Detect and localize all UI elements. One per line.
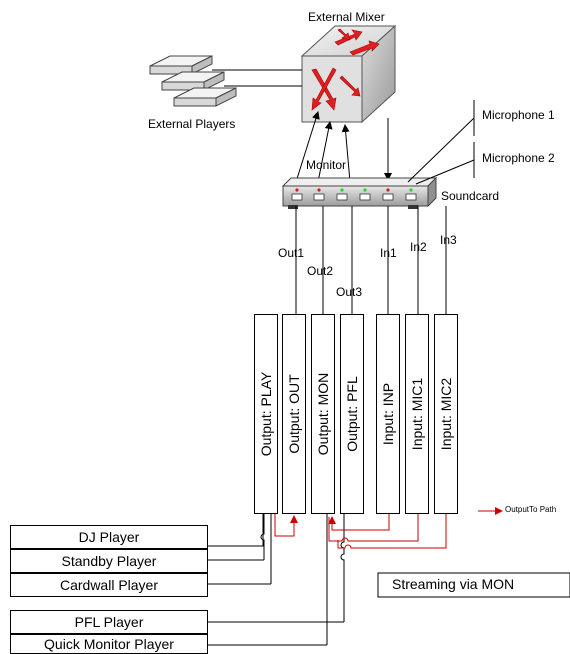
channel-input-mic1: Input: MIC1 xyxy=(405,314,429,514)
soundcard-label: Soundcard xyxy=(441,189,500,203)
channel-label: Output: OUT xyxy=(286,374,302,454)
channel-input-inp: Input: INP xyxy=(376,314,400,514)
quick-monitor-player-box: Quick Monitor Player xyxy=(10,634,208,654)
cardwall-player-box: Cardwall Player xyxy=(10,573,208,597)
soundcard-icon xyxy=(281,176,438,209)
legend-label: OutputTo Path xyxy=(505,505,557,514)
channel-label: Output: MON xyxy=(315,372,331,456)
streaming-box xyxy=(377,572,570,598)
channel-label: Input: INP xyxy=(380,382,396,446)
channel-label: Input: MIC1 xyxy=(409,377,425,451)
microphone-2-label: Microphone 2 xyxy=(482,151,555,165)
port-in2-label: In2 xyxy=(410,240,427,254)
port-out2-label: Out2 xyxy=(307,264,334,278)
port-out1-label: Out1 xyxy=(278,246,305,260)
external-players-label: External Players xyxy=(148,117,236,131)
channel-output-play: Output: PLAY xyxy=(254,314,278,514)
external-players-icon xyxy=(149,55,237,107)
external-mixer-icon xyxy=(300,24,397,124)
port-in3-label: In3 xyxy=(440,233,457,247)
streaming-label: Streaming via MON xyxy=(392,576,515,592)
channel-label: Output: PFL xyxy=(344,376,360,452)
channel-output-out: Output: OUT xyxy=(282,314,306,514)
monitor-label: Monitor xyxy=(306,158,347,172)
port-in1-label: In1 xyxy=(380,246,397,260)
channel-label: Output: PLAY xyxy=(258,371,274,457)
pfl-player-box: PFL Player xyxy=(10,610,208,634)
channel-label: Input: MIC2 xyxy=(438,377,454,451)
port-out3-label: Out3 xyxy=(336,285,363,299)
dj-player-box: DJ Player xyxy=(10,525,208,549)
microphone-1-label: Microphone 1 xyxy=(482,108,555,122)
standby-player-box: Standby Player xyxy=(10,549,208,573)
external-mixer-label: External Mixer xyxy=(308,10,385,24)
channel-output-mon: Output: MON xyxy=(311,314,335,514)
channel-input-mic2: Input: MIC2 xyxy=(434,314,458,514)
channel-output-pfl: Output: PFL xyxy=(340,314,364,514)
